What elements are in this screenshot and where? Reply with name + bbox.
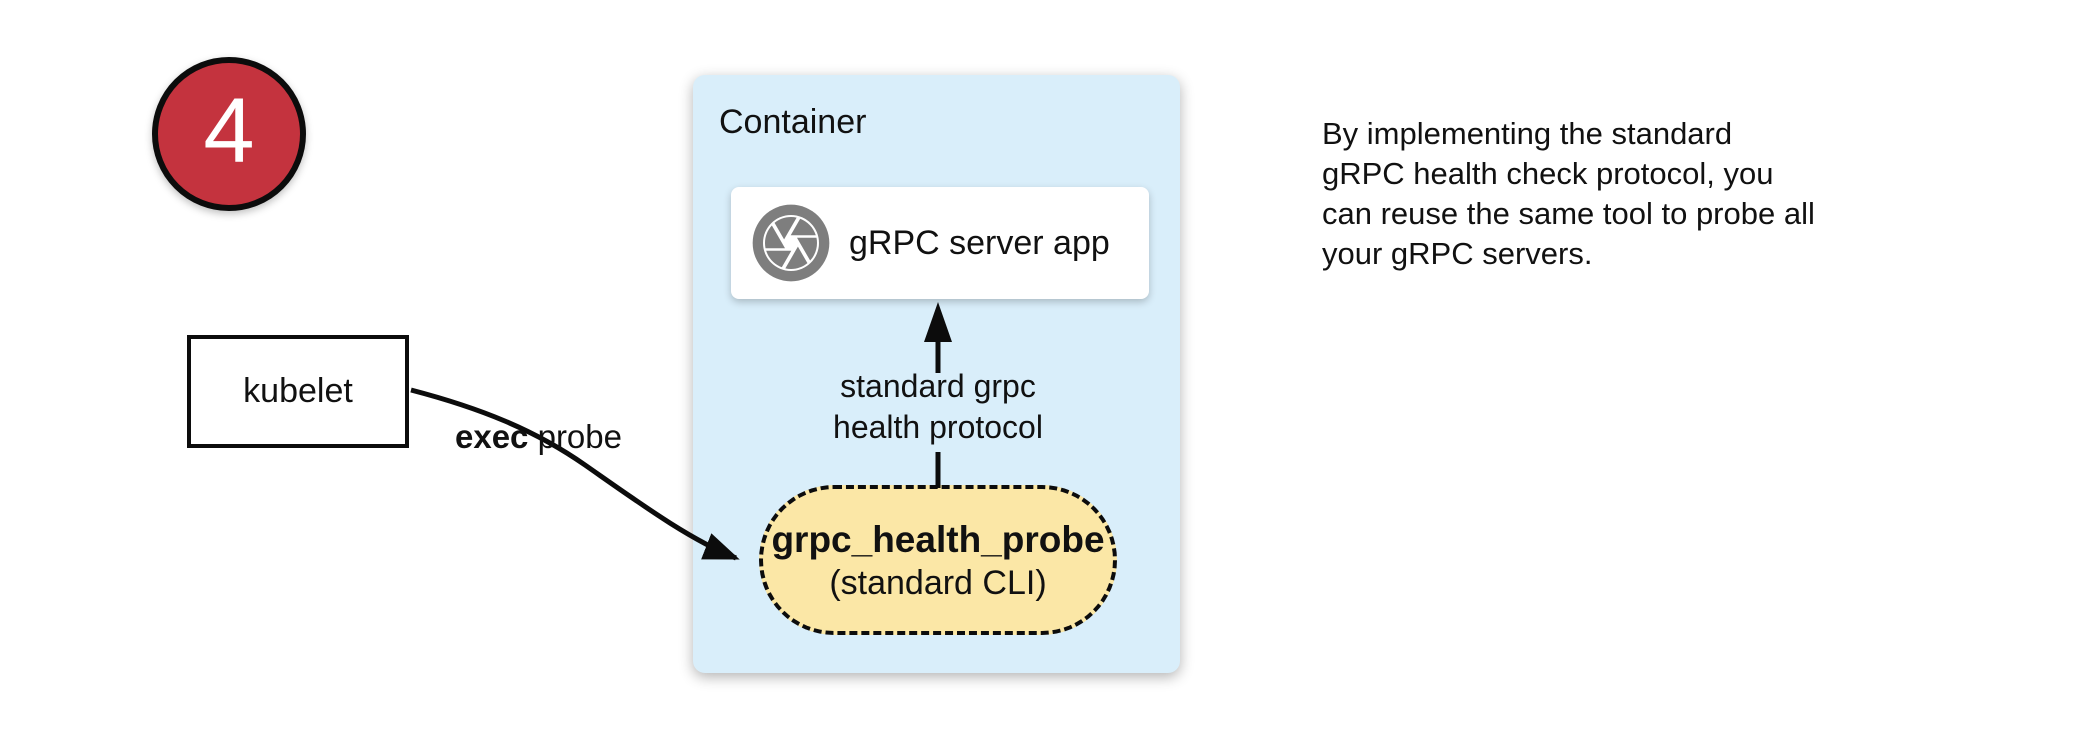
grpc-server-label: gRPC server app bbox=[849, 223, 1110, 262]
step-number: 4 bbox=[203, 80, 255, 182]
exec-probe-label: exec probe bbox=[455, 418, 622, 456]
grpc-health-probe-pill: grpc_health_probe (standard CLI) bbox=[759, 485, 1117, 635]
container-box: Container gRPC server app standard grpc … bbox=[693, 75, 1180, 673]
exec-probe-arrow bbox=[410, 387, 740, 561]
exec-probe-label-rest: probe bbox=[528, 418, 622, 455]
probe-pill-title: grpc_health_probe bbox=[771, 518, 1105, 560]
probe-pill-subtitle: (standard CLI) bbox=[829, 563, 1047, 602]
kubelet-box: kubelet bbox=[187, 335, 409, 448]
container-title: Container bbox=[719, 103, 867, 141]
annotation-text: By implementing the standard gRPC health… bbox=[1322, 116, 1815, 271]
step-badge: 4 bbox=[152, 57, 306, 211]
health-protocol-label: standard grpc health protocol bbox=[833, 368, 1043, 445]
exec-probe-label-bold: exec bbox=[455, 418, 529, 455]
kubelet-label: kubelet bbox=[243, 372, 353, 410]
grpc-server-box: gRPC server app bbox=[731, 187, 1149, 299]
aperture-icon bbox=[752, 204, 830, 282]
